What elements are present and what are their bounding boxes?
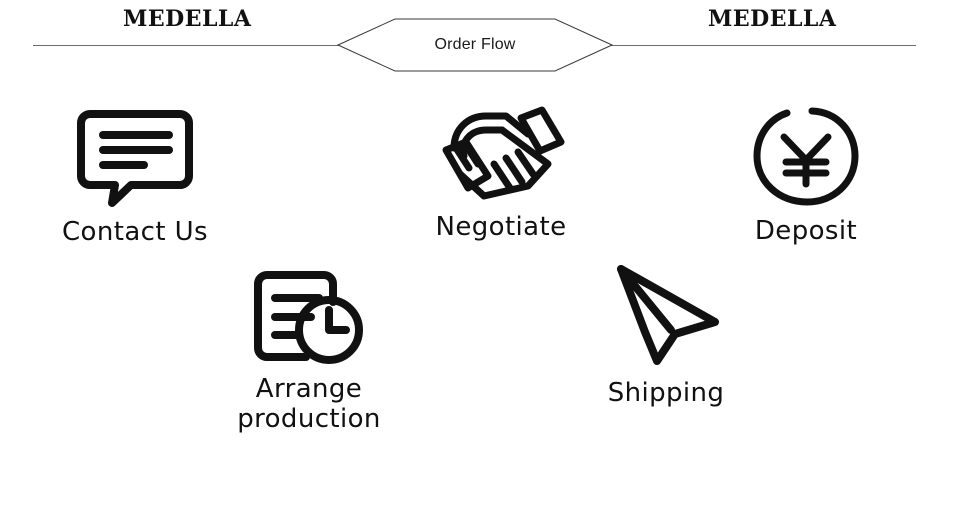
hexagon-outline-icon	[337, 18, 613, 72]
document-clock-icon	[251, 266, 367, 366]
order-flow-badge-label: Order Flow	[434, 36, 516, 53]
paper-plane-icon	[611, 260, 721, 370]
brand-wordmark-right: MEDELLA	[708, 6, 837, 32]
step-arrange-production[interactable]: Arrange production	[194, 266, 424, 434]
header-rule-right	[611, 45, 916, 46]
step-contact-us[interactable]: Contact Us	[20, 104, 250, 247]
handshake-icon	[436, 104, 566, 204]
yen-circle-icon	[752, 104, 860, 208]
brand-wordmark-left: MEDELLA	[123, 6, 252, 32]
step-label-contact-us: Contact Us	[62, 217, 208, 247]
header-rule-left	[33, 45, 339, 46]
step-label-arrange-production: Arrange production	[237, 374, 381, 434]
step-label-deposit: Deposit	[754, 216, 858, 246]
step-shipping[interactable]: Shipping	[551, 260, 781, 408]
banner-header: MEDELLA MEDELLA Order Flow	[0, 0, 958, 90]
step-label-shipping: Shipping	[607, 378, 725, 408]
step-negotiate[interactable]: Negotiate	[386, 104, 616, 242]
step-label-negotiate: Negotiate	[435, 212, 567, 242]
step-deposit[interactable]: Deposit	[691, 104, 921, 246]
chat-bubble-icon	[76, 104, 194, 209]
order-flow-badge: Order Flow	[337, 13, 613, 77]
